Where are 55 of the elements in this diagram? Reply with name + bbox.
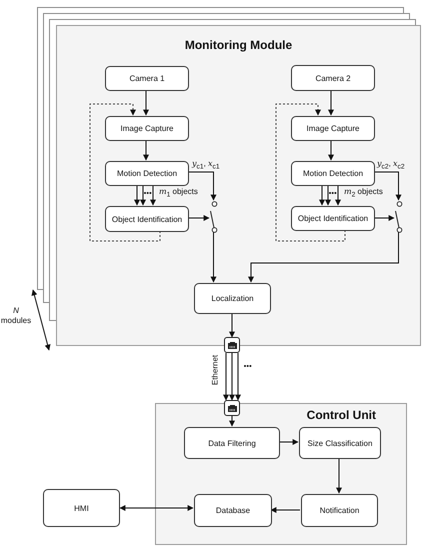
arrow <box>328 90 334 116</box>
arrow <box>210 232 216 283</box>
process-box: Image Capture <box>105 116 189 141</box>
process-box: Camera 2 <box>291 65 375 91</box>
edge-label: m$_{2}$ objects <box>343 188 384 199</box>
arrow <box>90 104 160 242</box>
module-panel <box>56 25 421 346</box>
arrow <box>374 172 402 201</box>
process-box: Object Identification <box>291 206 375 231</box>
panel-title: Monitoring Module <box>184 38 294 52</box>
edge-label: y$_{c2}$, x$_{c2}$ <box>376 160 406 171</box>
arrow <box>248 232 399 283</box>
arrow <box>134 184 140 206</box>
arrow <box>278 439 299 445</box>
module-panel <box>155 403 407 545</box>
process-box: Image Capture <box>291 116 375 141</box>
process-box: Localization <box>194 283 271 314</box>
arrow <box>328 140 334 161</box>
arrow <box>229 312 235 338</box>
annotation-text: N modules <box>0 306 32 327</box>
arrow <box>235 352 241 401</box>
process-box: Motion Detection <box>105 161 189 186</box>
arrow <box>374 215 395 221</box>
panel-title: Control Unit <box>306 408 376 422</box>
arrow <box>325 184 331 206</box>
edge-label: m$_{1}$ objects <box>158 188 199 199</box>
process-box: Motion Detection <box>291 161 375 186</box>
arrow <box>336 458 342 494</box>
arrow <box>335 184 341 206</box>
arrow <box>119 505 194 511</box>
process-box: Object Identification <box>105 206 189 232</box>
arrow <box>143 140 149 161</box>
arrow <box>223 352 229 401</box>
arrow <box>143 90 149 116</box>
arrow <box>276 104 346 242</box>
process-box: Size Classification <box>299 427 381 459</box>
ethernet-port-icon <box>224 337 240 353</box>
arrow <box>140 184 146 206</box>
process-box: Camera 1 <box>105 66 189 91</box>
switch-symbol <box>210 201 219 233</box>
edge-label: Ethernet <box>212 354 220 386</box>
arrow <box>188 215 210 221</box>
edge-label: y$_{c1}$, x$_{c1}$ <box>191 160 221 171</box>
process-box: Data Filtering <box>184 427 280 459</box>
arrow <box>150 184 156 206</box>
process-box: HMI <box>43 489 120 527</box>
ethernet-port-icon <box>224 400 240 416</box>
switch-symbol <box>395 201 404 233</box>
arrow <box>188 172 216 201</box>
process-box: Notification <box>301 494 378 527</box>
arrow <box>229 416 235 427</box>
arrow <box>229 352 235 401</box>
arrow <box>270 507 300 513</box>
process-box: Database <box>194 494 272 527</box>
arrow <box>319 184 325 206</box>
